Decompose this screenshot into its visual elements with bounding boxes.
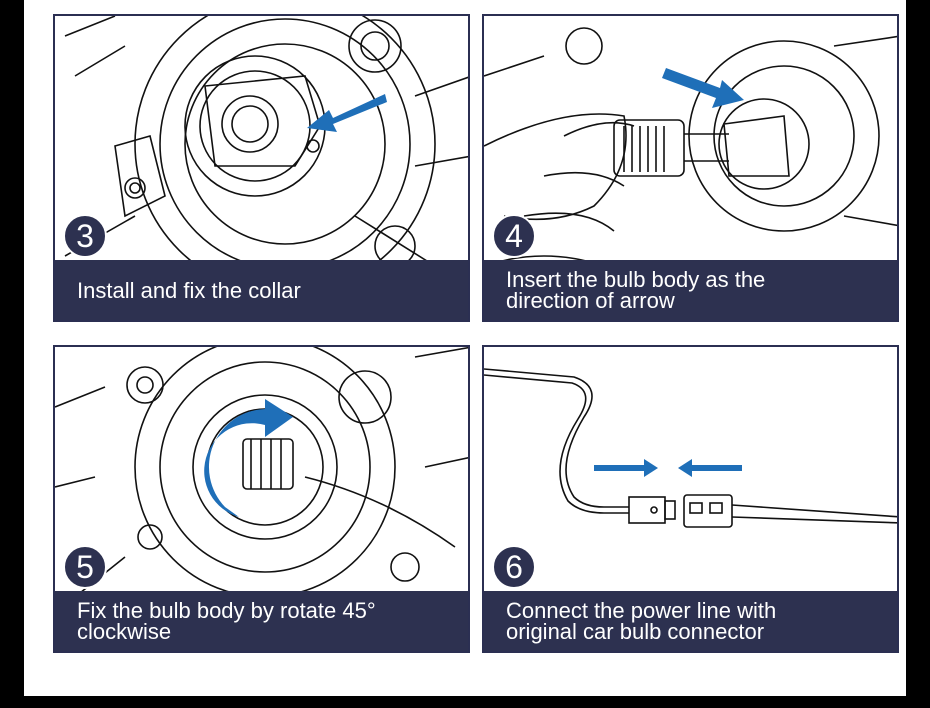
step-4-panel: 4 Insert the bulb body as the direction … [482, 14, 899, 322]
step-caption-text: Insert the bulb body as the direction of… [506, 267, 766, 313]
arrow-shape [307, 94, 387, 132]
step-caption: Fix the bulb body by rotate 45° clockwis… [55, 591, 468, 651]
step-caption: Connect the power line with original car… [484, 591, 897, 651]
step-caption-text: Fix the bulb body by rotate 45° clockwis… [77, 598, 376, 644]
rotate-arrow-shape [204, 399, 293, 517]
step-number-badge: 3 [63, 214, 107, 258]
connector-illustration [484, 368, 897, 528]
step-3-panel: 3 Install and fix the collar [53, 14, 470, 322]
step-caption: Insert the bulb body as the direction of… [484, 260, 897, 320]
step-number-badge: 5 [63, 545, 107, 589]
step-6-panel: 6 Connect the power line with original c… [482, 345, 899, 653]
bulb-insert-illustration [484, 27, 897, 266]
step-5-panel: 5 Fix the bulb body by rotate 45° clockw… [53, 345, 470, 653]
arrow-shape [662, 68, 744, 108]
step-number-badge: 4 [492, 214, 536, 258]
bulb-rotate-illustration [55, 347, 468, 597]
arrow-left-shape [678, 459, 742, 477]
collar-install-illustration [64, 16, 468, 266]
arrow-right-shape [594, 459, 658, 477]
step-caption-text: Install and fix the collar [77, 277, 301, 303]
step-caption: Install and fix the collar [55, 260, 468, 320]
step-number-badge: 6 [492, 545, 536, 589]
instruction-sheet: 3 Install and fix the collar [24, 0, 906, 696]
step-caption-text: Connect the power line with original car… [506, 598, 777, 644]
